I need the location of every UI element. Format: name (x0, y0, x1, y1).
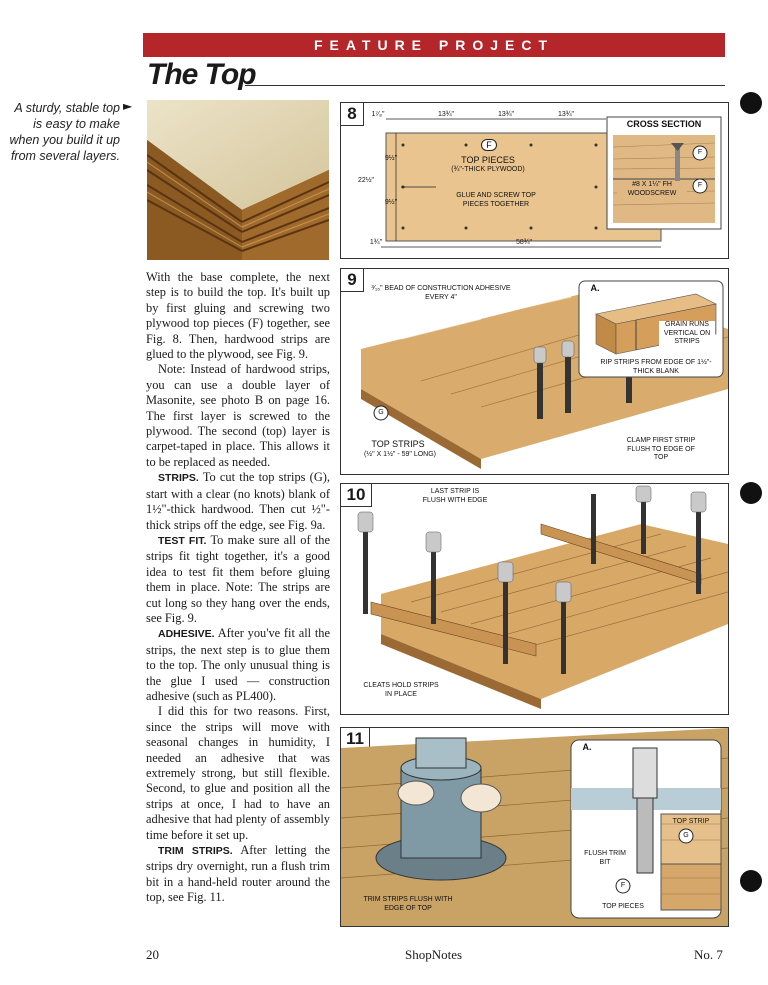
cross-section-title: CROSS SECTION (626, 119, 702, 129)
label-top-strip: TOP STRIP (672, 818, 710, 825)
photo-layered-top (147, 100, 329, 260)
label-glue-screw: GLUE AND SCREW TOP PIECES TOGETHER (456, 192, 536, 208)
inset-letter: a. (582, 742, 592, 752)
label-woodscrew: #8 x 1¼" Fh WOODSCREW (617, 181, 687, 198)
paragraph: ADHESIVE. After you've fit all the strip… (146, 626, 330, 704)
label-plywood: (¾"-THICK PLYWOOD) (451, 166, 525, 173)
paragraph-text: After you've fit all the strips, the nex… (146, 626, 330, 703)
article-body: With the base complete, the next step is… (146, 270, 330, 906)
dim-label: 13¾" (437, 111, 455, 118)
dim-label: 58¾" (515, 239, 533, 246)
label-flush-trim-bit: FLUSH TRIM BIT (583, 850, 627, 867)
paragraph: TEST FIT. To make sure all of the strips… (146, 533, 330, 626)
run-in-heading: TRIM STRIPS. (158, 845, 233, 858)
callout-f: F (697, 182, 703, 189)
photo-caption: A sturdy, stable top is easy to make whe… (9, 101, 121, 163)
callout-g: G (378, 409, 384, 416)
label-grain-runs: GRAIN RUNS VERTICAL ON STRIPS (659, 321, 715, 347)
dim-label: 1⁷⁄₈" (371, 111, 385, 118)
title-rule (245, 85, 725, 86)
figure-10: 10 LAST STRIP IS FLUSH WITH EDGE CLEATS … (340, 483, 729, 715)
issue-number: No. 7 (694, 947, 723, 962)
dim-label: 9½" (384, 155, 398, 162)
paragraph: TRIM STRIPS. After letting the strips dr… (146, 843, 330, 906)
label-top-pieces: TOP PIECES (461, 155, 515, 165)
label-clamp-first-strip: CLAMP FIRST STRIP FLUSH TO EDGE OF TOP (626, 437, 696, 461)
paragraph: Note: Instead of hardwood strips, you ca… (146, 362, 330, 469)
figure-9: 9 ³⁄₁₆" BEAD OF CONSTRUCTION ADHESIVE EV… (340, 268, 729, 475)
publication-name: ShopNotes (405, 947, 463, 962)
figure-8: 8 1⁷⁄₈" 13¾" 13¾" 13¾" 9½" 22½" 9½" 1¾" … (340, 102, 729, 259)
label-adhesive-bead: ³⁄₁₆" BEAD OF CONSTRUCTION ADHESIVE EVER… (371, 285, 511, 301)
paragraph-text: To make sure all of the strips fit tight… (146, 532, 330, 625)
binder-hole-dot (740, 482, 762, 504)
page-title: The Top (147, 58, 257, 91)
figure-number: 11 (341, 728, 370, 751)
callout-f: F (697, 149, 703, 156)
label-top-pieces: TOP PIECES (602, 903, 644, 910)
label-top-strips: TOP STRIPS (371, 439, 425, 449)
callout-f: F (481, 139, 497, 151)
paragraph-text: After letting the strips dry overnight, … (146, 843, 330, 905)
caption-pointer-icon: ► (123, 99, 133, 113)
label-trim-strips: TRIM STRIPS FLUSH WITH EDGE OF TOP (363, 896, 453, 912)
paragraph: STRIPS. To cut the top strips (G), start… (146, 470, 330, 533)
dim-label: 13¾" (497, 111, 515, 118)
figure-number: 8 (341, 103, 364, 126)
paragraph-text: To cut the top strips (G), start with a … (146, 470, 330, 532)
callout-g: G (683, 832, 689, 839)
paragraph: I did this for two reasons. First, since… (146, 704, 330, 842)
run-in-heading: TEST FIT. (158, 534, 207, 547)
label-strip-size: (½" x 1½" - 59" LONG) (363, 451, 437, 458)
inset-letter: a. (590, 283, 600, 293)
run-in-heading: ADHESIVE. (158, 628, 215, 641)
figure-number: 10 (341, 484, 372, 507)
dim-label: 13¾" (557, 111, 575, 118)
binder-hole-dot (740, 870, 762, 892)
dim-label: 22½" (357, 177, 375, 184)
label-rip-strips: RIP STRIPS FROM EDGE OF 1½"-THICK BLANK (593, 359, 719, 376)
section-banner: FEATURE PROJECT (143, 33, 725, 57)
label-cleats: CLEATS HOLD STRIPS IN PLACE (363, 682, 439, 698)
label-last-strip: LAST STRIP IS FLUSH WITH EDGE (419, 488, 491, 505)
dim-label: 1¾" (369, 239, 383, 246)
figure-number: 9 (341, 269, 364, 292)
paragraph: With the base complete, the next step is… (146, 270, 330, 362)
binder-hole-dot (740, 92, 762, 114)
figure-11: 11 TRIM STRIPS FLUSH WITH EDGE OF TOP a.… (340, 727, 729, 927)
dim-label: 9½" (384, 199, 398, 206)
run-in-heading: STRIPS. (158, 472, 199, 485)
page-number: 20 (146, 947, 159, 962)
callout-f: F (620, 882, 626, 889)
